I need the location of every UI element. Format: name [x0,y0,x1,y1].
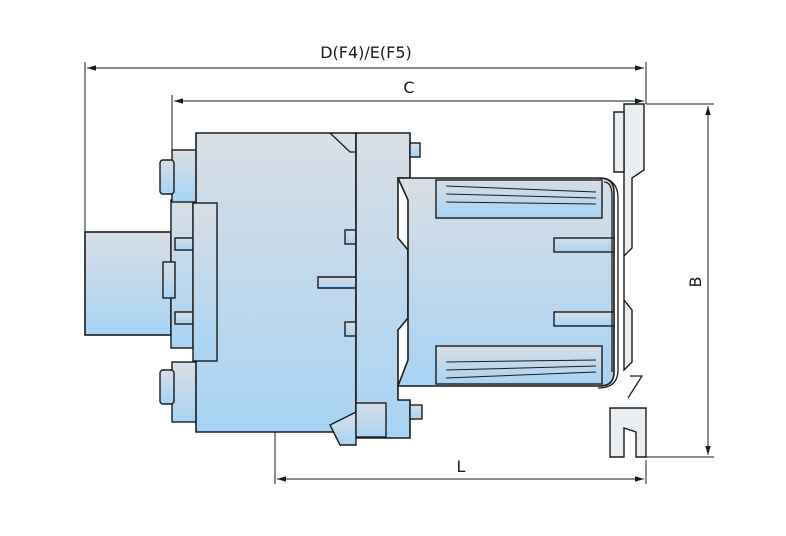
dimension-c-label: C [403,78,414,97]
coil-frame-section [396,177,619,389]
dimension-b-label: B [686,277,705,288]
main-housing [192,132,357,433]
din-rail-clip [609,103,647,458]
left-accessory-block [84,199,194,349]
dimension-d-label: D(F4)/E(F5) [320,43,412,62]
dimension-l-label: L [457,457,466,476]
